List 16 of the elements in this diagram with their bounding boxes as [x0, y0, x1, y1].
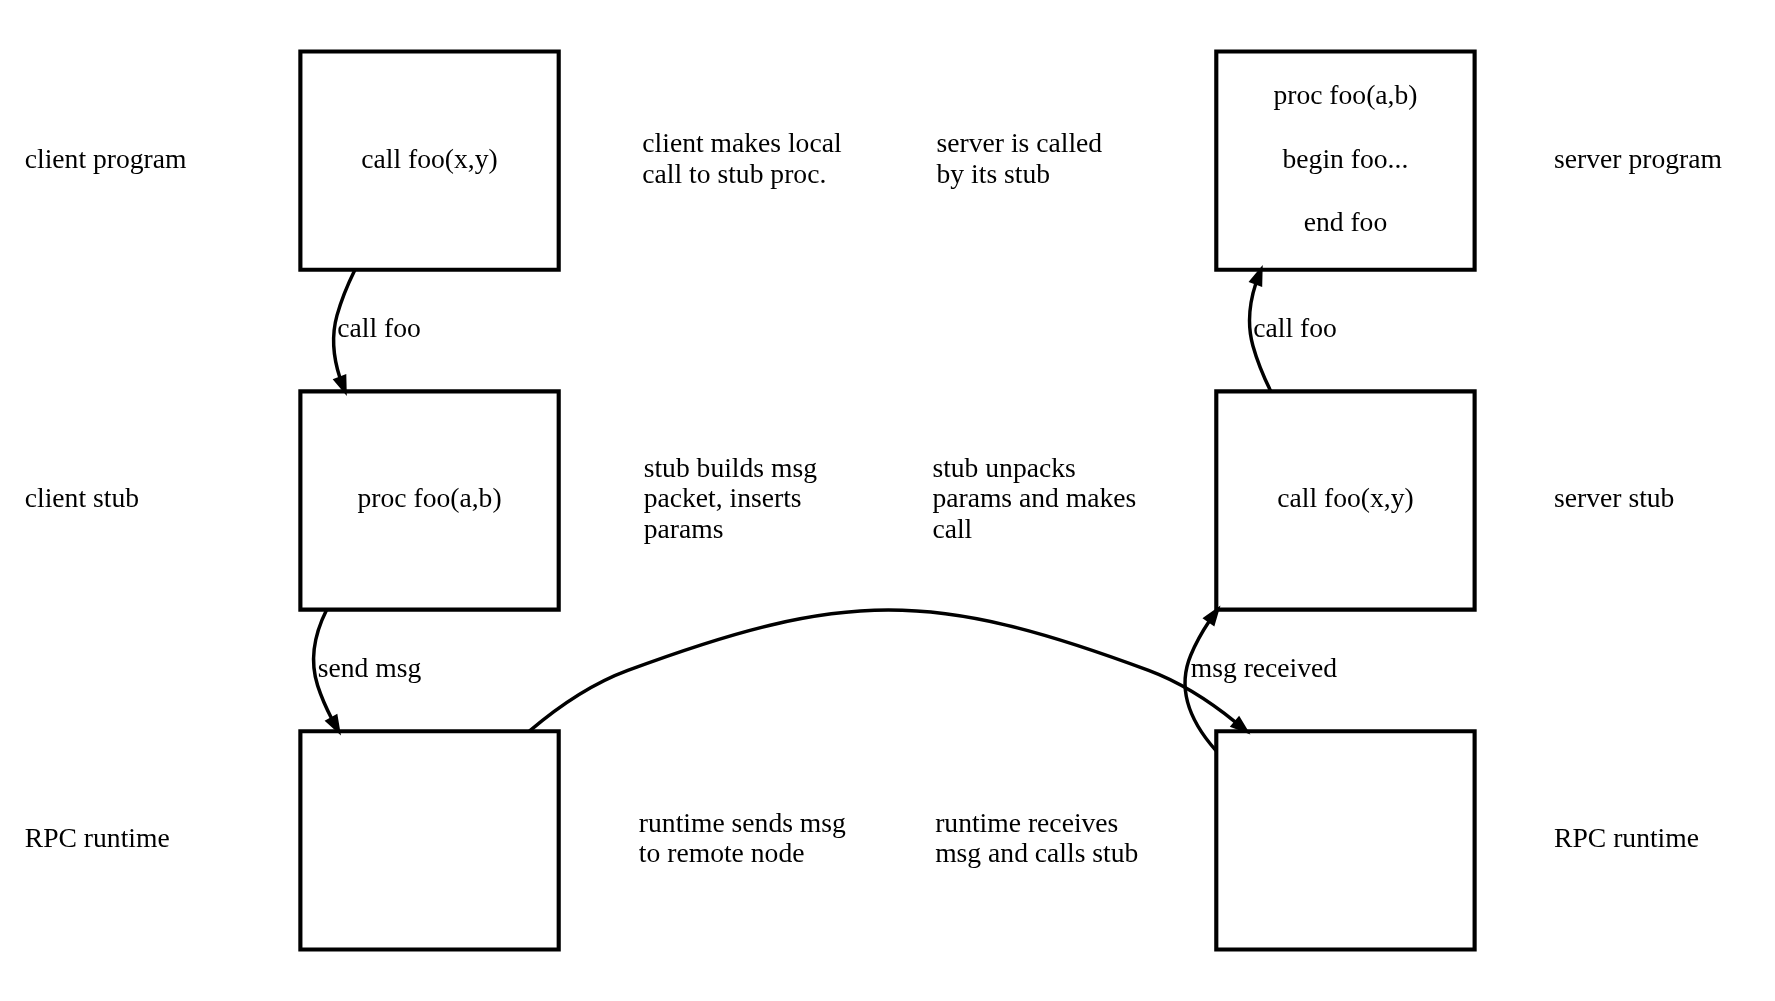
edge-label: msg received	[1190, 652, 1338, 684]
edge-label: send msg	[317, 652, 422, 684]
label: client stub	[24, 482, 140, 514]
label: RPC runtime	[1554, 822, 1700, 854]
edge-label: call foo	[1253, 312, 1337, 344]
edge-label: call foo	[337, 312, 421, 344]
label: server is called by its stub	[936, 127, 1103, 189]
label: stub builds msg packet, inserts params	[643, 452, 818, 544]
label: client program	[24, 142, 187, 174]
label: runtime sends msg to remote node	[638, 807, 846, 869]
label: runtime receives msg and calls stub	[935, 807, 1139, 869]
label: RPC runtime	[24, 822, 170, 854]
label: client makes local call to stub proc.	[642, 127, 842, 189]
label: stub unpacks params and makes call	[932, 452, 1137, 544]
label: server stub	[1554, 482, 1675, 514]
label: server program	[1554, 142, 1722, 174]
